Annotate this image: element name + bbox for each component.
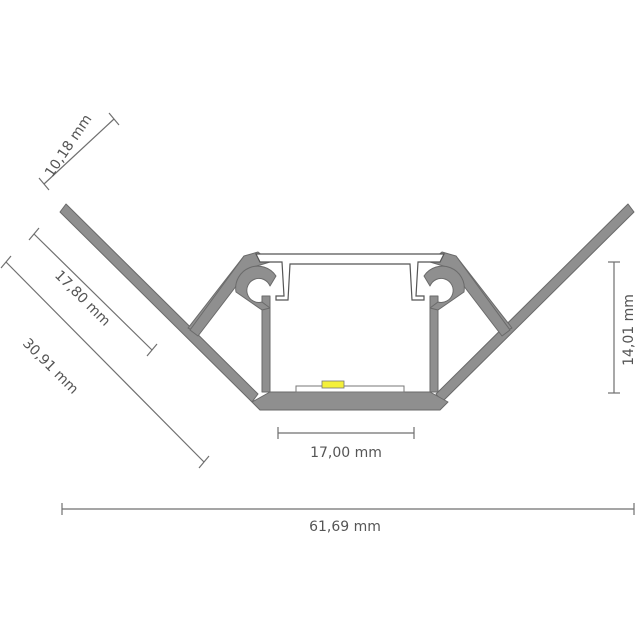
left-wing xyxy=(59,203,259,403)
diffuser-cover xyxy=(255,253,445,301)
right-wing xyxy=(435,203,635,403)
dim-label-total-width: 61,69 mm xyxy=(309,519,381,535)
dimension-total-width: 61,69 mm xyxy=(61,503,635,535)
diffuser-shape xyxy=(255,253,445,301)
dimension-channel-width: 17,00 mm xyxy=(277,427,415,461)
dimension-channel-height: 14,01 mm xyxy=(608,261,637,394)
dimension-top-wing: 10,18 mm xyxy=(38,112,120,191)
led-pcb xyxy=(295,385,405,393)
dim-label-channel-height: 14,01 mm xyxy=(621,294,637,366)
right-inner-wall xyxy=(429,295,439,393)
aluminium-profile xyxy=(59,203,635,411)
dim-label-top-wing: 10,18 mm xyxy=(42,112,95,180)
dim-label-middle-wing: 17,80 mm xyxy=(51,268,113,330)
right-clip-lobe xyxy=(423,265,465,311)
led-chip xyxy=(321,380,345,389)
led-strip xyxy=(295,380,405,393)
left-inner-wall xyxy=(261,295,271,393)
left-clip-lobe xyxy=(235,265,277,311)
dimension-total-wing: 30,91 mm xyxy=(0,255,210,469)
dimension-middle-wing: 17,80 mm xyxy=(28,227,158,357)
dim-label-total-wing: 30,91 mm xyxy=(19,336,81,398)
left-rail xyxy=(189,251,271,337)
channel-floor xyxy=(251,391,449,411)
dim-label-channel-width: 17,00 mm xyxy=(310,445,382,461)
right-rail xyxy=(429,251,511,337)
